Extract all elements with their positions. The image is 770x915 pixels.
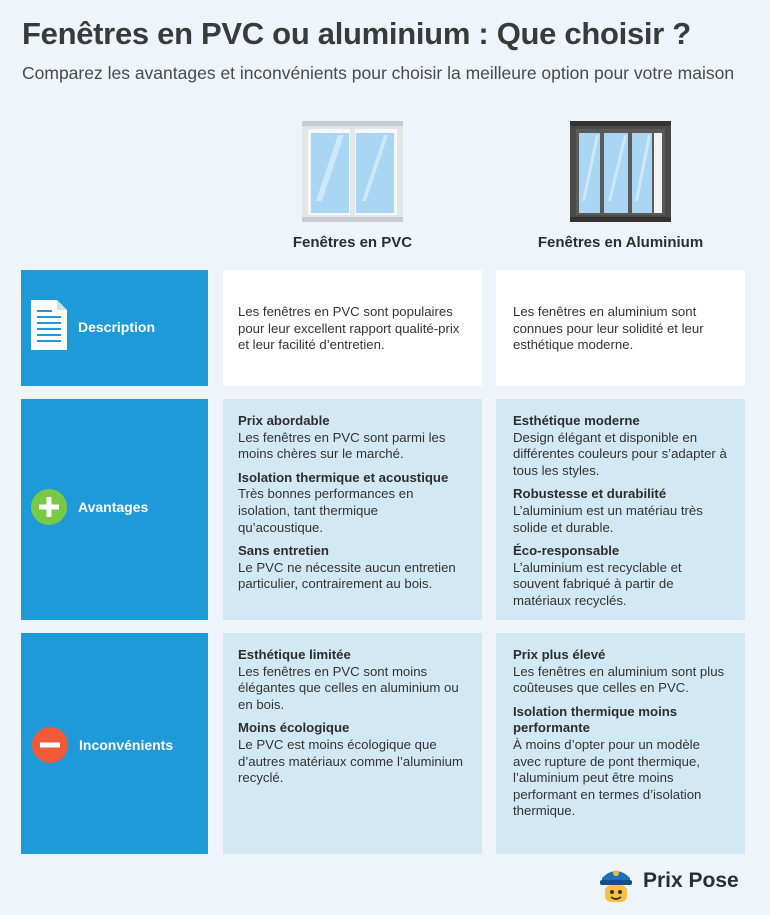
drawback-text: Le PVC est moins écologique que d’autres… bbox=[238, 736, 463, 786]
description-aluminium-text: Les fenêtres en aluminium sont connues p… bbox=[513, 304, 704, 353]
pvc-window-icon bbox=[302, 121, 403, 222]
row-label-text: Inconvénients bbox=[79, 737, 174, 753]
inconvenients-pvc-cell: Esthétique limitée Les fenêtres en PVC s… bbox=[223, 633, 482, 854]
advantage-title: Isolation thermique et acoustique bbox=[238, 469, 449, 485]
drawback-item: Isolation thermique moins performante À … bbox=[513, 704, 731, 820]
advantage-item: Robustesse et durabilité L’aluminium est… bbox=[513, 486, 731, 536]
advantage-text: L’aluminium est recyclable et souvent fa… bbox=[513, 559, 682, 608]
advantage-text: Le PVC ne nécessite aucun entretien part… bbox=[238, 559, 456, 592]
minus-icon bbox=[31, 726, 69, 769]
advantage-title: Esthétique moderne bbox=[513, 413, 640, 428]
drawback-item: Prix plus élevé Les fenêtres en aluminiu… bbox=[513, 647, 731, 697]
drawback-text: À moins d’opter pour un modèle avec rupt… bbox=[513, 736, 702, 819]
advantage-title: Éco-responsable bbox=[513, 543, 620, 559]
column-header-aluminium: Fenêtres en Aluminium bbox=[537, 234, 704, 251]
document-icon bbox=[31, 300, 67, 355]
row-label-text: Description bbox=[78, 319, 156, 335]
drawback-text: Les fenêtres en PVC sont moins élégantes… bbox=[238, 663, 459, 712]
advantage-item: Isolation thermique et acoustique Très b… bbox=[238, 470, 467, 536]
advantage-text: Les fenêtres en PVC sont parmi les moins… bbox=[238, 429, 446, 462]
advantage-text: L’aluminium est un matériau très solide … bbox=[513, 502, 703, 535]
drawback-title: Isolation thermique moins performante bbox=[513, 703, 678, 736]
column-header-pvc: Fenêtres en PVC bbox=[292, 234, 413, 251]
advantage-item: Éco-responsable L’aluminium est recyclab… bbox=[513, 543, 731, 609]
advantage-title: Robustesse et durabilité bbox=[513, 486, 667, 502]
drawback-title: Esthétique limitée bbox=[238, 647, 351, 662]
avantages-aluminium-cell: Esthétique moderne Design élégant et dis… bbox=[496, 399, 745, 620]
drawback-item: Esthétique limitée Les fenêtres en PVC s… bbox=[238, 647, 467, 713]
description-pvc-text: Les fenêtres en PVC sont populaires pour… bbox=[238, 304, 460, 353]
description-aluminium-cell: Les fenêtres en aluminium sont connues p… bbox=[496, 270, 745, 386]
row-label-description: Description bbox=[21, 270, 208, 386]
row-label-inconvenients: Inconvénients bbox=[21, 633, 208, 854]
plus-icon bbox=[30, 488, 68, 531]
brand-name: Prix Pose bbox=[643, 869, 739, 892]
row-label-avantages: Avantages bbox=[21, 399, 208, 620]
advantage-item: Sans entretien Le PVC ne nécessite aucun… bbox=[238, 543, 467, 593]
page-subtitle: Comparez les avantages et inconvénients … bbox=[22, 63, 735, 83]
avantages-pvc-cell: Prix abordable Les fenêtres en PVC sont … bbox=[223, 399, 482, 620]
advantage-text: Très bonnes performances en isolation, t… bbox=[238, 486, 414, 535]
inconvenients-aluminium-cell: Prix plus élevé Les fenêtres en aluminiu… bbox=[496, 633, 745, 854]
drawback-title: Prix plus élevé bbox=[513, 647, 606, 662]
drawback-item: Moins écologique Le PVC est moins écolog… bbox=[238, 720, 467, 786]
advantage-item: Prix abordable Les fenêtres en PVC sont … bbox=[238, 413, 467, 463]
advantage-text: Design élégant et disponible en différen… bbox=[513, 429, 727, 478]
advantage-title: Prix abordable bbox=[238, 413, 330, 428]
row-label-text: Avantages bbox=[78, 499, 149, 515]
drawback-text: Les fenêtres en aluminium sont plus coût… bbox=[513, 663, 725, 696]
advantage-title: Sans entretien bbox=[238, 543, 329, 559]
description-pvc-cell: Les fenêtres en PVC sont populaires pour… bbox=[223, 270, 482, 386]
advantage-item: Esthétique moderne Design élégant et dis… bbox=[513, 413, 731, 479]
drawback-title: Moins écologique bbox=[238, 720, 350, 736]
aluminium-window-icon bbox=[570, 121, 671, 222]
page-title: Fenêtres en PVC ou aluminium : Que chois… bbox=[22, 16, 691, 51]
mascot-logo-icon bbox=[596, 864, 636, 909]
